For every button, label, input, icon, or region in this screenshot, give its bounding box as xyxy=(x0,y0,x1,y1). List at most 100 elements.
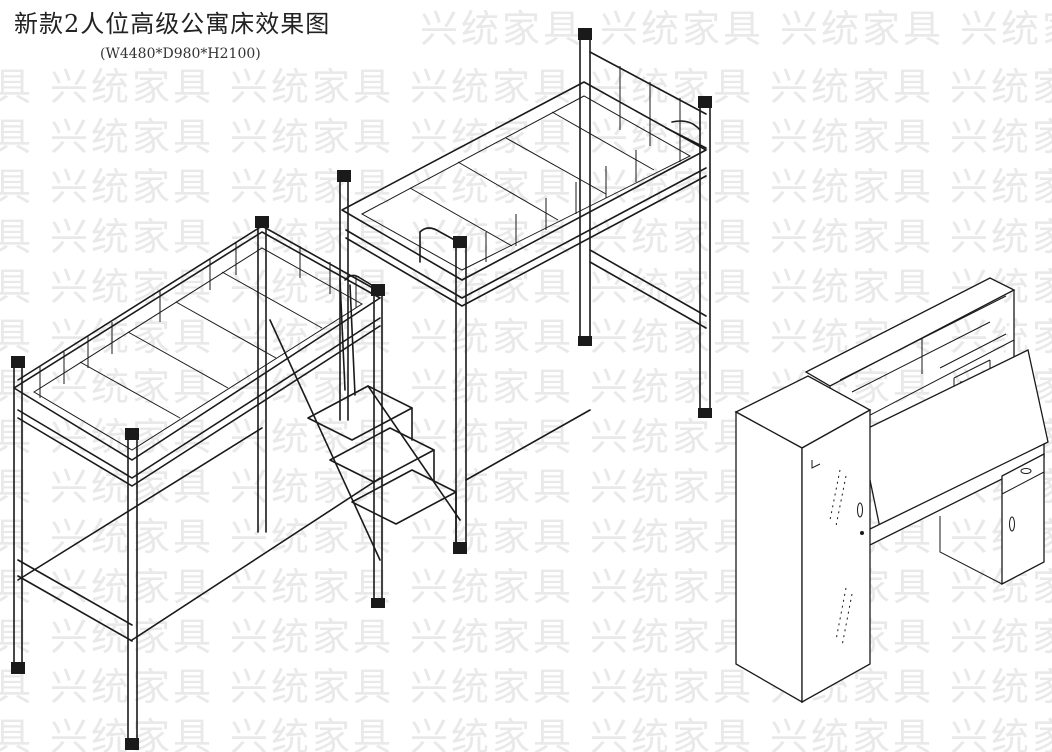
watermark-text: 兴统家具 xyxy=(230,165,395,209)
watermark-text: 兴统家具 xyxy=(50,365,215,409)
right-bed-slats xyxy=(409,111,655,247)
left-bed-post-cap xyxy=(11,356,25,368)
right-bed-top-frame xyxy=(341,81,707,281)
right-bed-lower-long-bar xyxy=(465,409,591,481)
stair-handrail-top xyxy=(344,274,381,291)
watermark-text: 兴统家具 xyxy=(410,565,575,609)
desk-with-hutch xyxy=(804,277,1049,586)
right-bed-head-spindles xyxy=(619,66,681,162)
pedestal-door-handle xyxy=(1009,516,1015,532)
watermark-text: 兴统家具 xyxy=(410,115,575,159)
right-bed-front-right-post xyxy=(455,243,467,549)
watermark-text: 兴统家具 xyxy=(950,215,1052,259)
watermark-text: 兴统家具 xyxy=(50,65,215,109)
stair-handrail xyxy=(339,279,356,396)
staircase xyxy=(269,274,467,561)
left-bed-guard-rail xyxy=(17,225,263,381)
right-bed-post-cap xyxy=(453,236,467,248)
watermark-text: 兴统家具 xyxy=(50,315,215,359)
wardrobe-door-handle xyxy=(857,502,863,518)
watermark-text: 兴统家具 xyxy=(590,465,755,509)
right-bed-back-left-post xyxy=(579,35,591,343)
watermark-text: 兴统家具 xyxy=(950,565,1052,609)
watermark-text: 兴统家具 xyxy=(0,615,35,659)
watermark-text: 兴统家具 xyxy=(590,215,755,259)
watermark-text: 兴统家具 xyxy=(230,415,395,459)
watermark-text: 兴统家具 xyxy=(230,265,395,309)
right-bed-head-rail xyxy=(589,51,707,115)
stair-stringer xyxy=(269,319,381,561)
watermark-text: 兴统家具 xyxy=(770,165,935,209)
left-bed-foot xyxy=(125,738,139,750)
watermark-text: 兴统家具 xyxy=(0,515,35,559)
watermark-text: 兴统家具 xyxy=(0,565,35,609)
watermark-text: 兴统家具 xyxy=(230,465,395,509)
left-bed-slats xyxy=(79,271,323,419)
watermark-text: 兴统家具 xyxy=(770,215,935,259)
right-bed-guard-rail xyxy=(665,120,707,149)
watermark-text: 兴统家具 xyxy=(50,665,215,709)
watermark-text: 兴统家具 xyxy=(410,615,575,659)
left-bed-front-left-post xyxy=(13,367,23,669)
watermark-text: 兴统家具 xyxy=(590,265,755,309)
right-bed-front-left-post xyxy=(339,177,349,421)
watermark-text: 兴统家具 xyxy=(590,415,755,459)
watermark-text: 兴统家具 xyxy=(410,315,575,359)
wardrobe-door xyxy=(801,408,871,704)
watermark-text: 兴统家具 xyxy=(0,315,35,359)
left-bed-guard-spindles xyxy=(39,243,237,398)
watermark-text: 兴统家具 xyxy=(770,65,935,109)
watermark-text: 兴统家具 xyxy=(230,115,395,159)
watermark-text: 兴统家具 xyxy=(50,465,215,509)
watermark-text: 兴统家具 xyxy=(230,665,395,709)
watermark-text: 兴统家具 xyxy=(0,115,35,159)
left-bed-mattress-platform xyxy=(33,247,363,451)
watermark-text: 兴统家具 xyxy=(770,265,935,309)
wardrobe-side xyxy=(735,410,803,704)
right-bed-guard-spindles xyxy=(485,150,637,262)
watermark-text: 兴统家具 xyxy=(950,615,1052,659)
desk-leg-panel xyxy=(939,516,1003,585)
watermark-text: 兴统家具 xyxy=(50,115,215,159)
right-bed-side-rail-lower xyxy=(345,175,707,307)
right-bed-lower-bar xyxy=(589,249,707,329)
left-loft-bed xyxy=(11,216,385,750)
watermark-text: 兴统家具 xyxy=(230,65,395,109)
left-bed-front-right-post xyxy=(127,432,138,746)
watermark-text: 兴统家具 xyxy=(590,715,755,752)
right-bed-mattress-platform xyxy=(360,95,692,271)
wardrobe-lock xyxy=(860,531,864,535)
right-bed-post-cap xyxy=(578,28,592,40)
watermark-text: 兴统家具 xyxy=(950,165,1052,209)
left-bed-lower-bar xyxy=(17,559,133,642)
watermark-text: 兴统家具 xyxy=(50,515,215,559)
watermark-text: 兴统家具 xyxy=(50,215,215,259)
wardrobe xyxy=(734,375,872,704)
watermark-text: 兴统家具 xyxy=(410,415,575,459)
watermark-text: 兴统家具 xyxy=(950,115,1052,159)
watermark-text: 兴统家具 xyxy=(590,365,755,409)
watermark-text: 兴统家具 xyxy=(960,7,1052,51)
desk-drawer-line xyxy=(1001,471,1045,495)
watermark-text: 兴统家具 xyxy=(410,165,575,209)
watermark-text: 兴统家具 xyxy=(50,165,215,209)
watermark-text: 兴统家具 xyxy=(50,265,215,309)
watermark-text: 兴统家具 xyxy=(410,665,575,709)
right-bed-post-cap xyxy=(698,96,712,108)
watermark-text: 兴统家具 xyxy=(770,715,935,752)
watermark-text: 兴统家具 xyxy=(0,165,35,209)
right-loft-bed xyxy=(337,28,712,549)
wardrobe-vent-holes-upper xyxy=(829,469,847,527)
right-bed-ladder-rail xyxy=(419,227,463,263)
watermark-text: 兴统家具 xyxy=(410,515,575,559)
watermark-text: 兴统家具 xyxy=(230,365,395,409)
watermark-text: 兴统家具 xyxy=(0,65,35,109)
watermark-text: 兴统家具 xyxy=(950,665,1052,709)
stair-foot xyxy=(453,542,467,554)
left-bed-side-rail-lower xyxy=(17,325,381,487)
watermark-text: 兴统家具 xyxy=(230,715,395,752)
drawer-handle xyxy=(1020,468,1032,474)
watermark-text: 兴统家具 xyxy=(590,515,755,559)
left-bed-head-spindles xyxy=(299,246,357,308)
left-bed-top-frame xyxy=(13,231,381,461)
